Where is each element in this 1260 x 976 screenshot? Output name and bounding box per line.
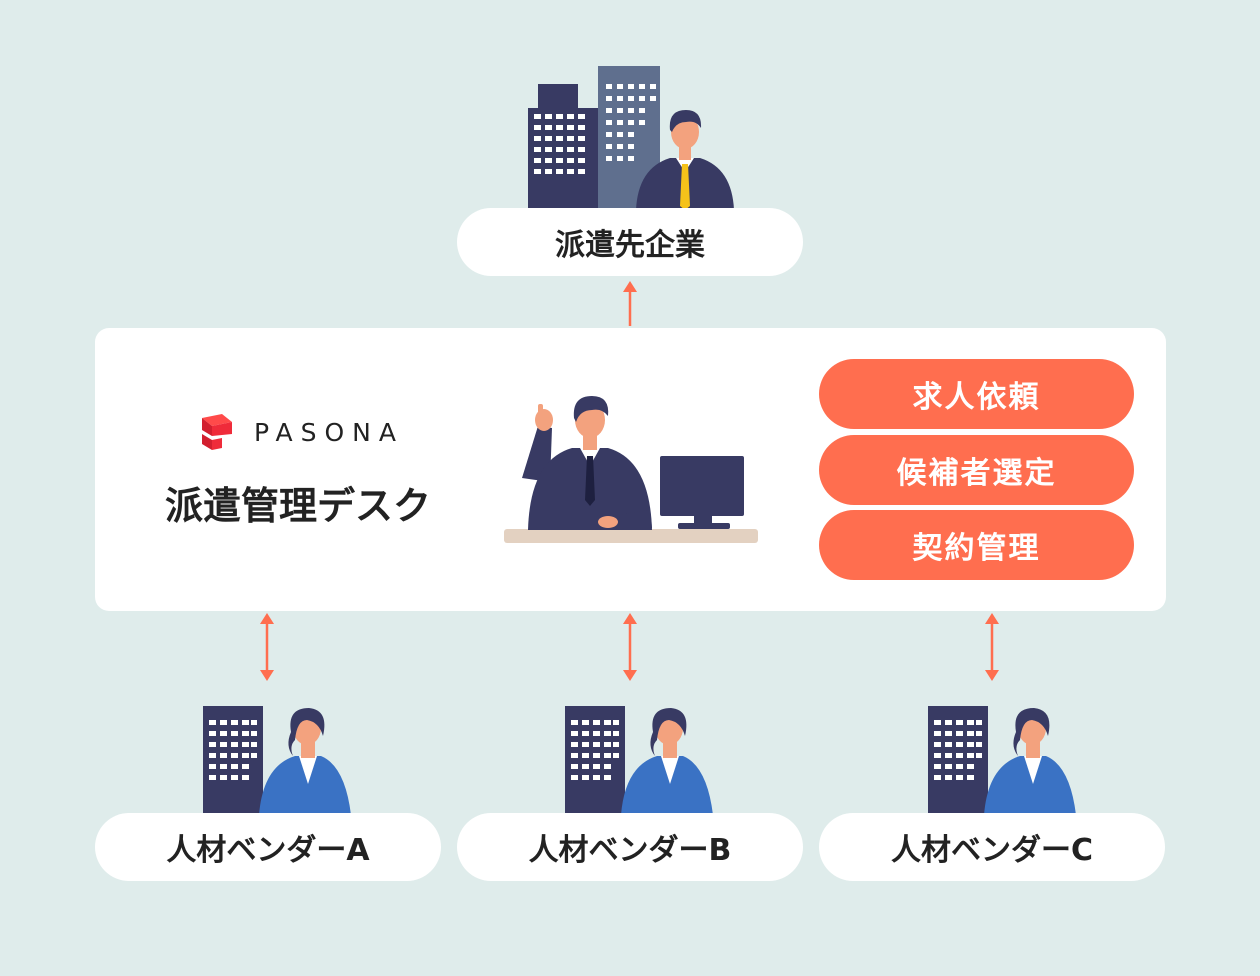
businessman-icon — [522, 396, 652, 530]
brand-logo: PASONA — [198, 412, 404, 452]
vendor-b-label: 人材ベンダーB — [457, 813, 803, 881]
vendor-c-illustration — [928, 706, 1076, 815]
desk-worker-illustration — [504, 396, 758, 543]
arrow-bidirectional-icon — [260, 613, 274, 681]
monitor-icon — [660, 456, 744, 529]
desk-icon — [504, 529, 758, 543]
businesswoman-icon — [621, 708, 713, 815]
vendor-b-illustration — [565, 706, 713, 815]
arrow-up-icon — [623, 281, 637, 326]
office-building-icon — [565, 706, 625, 815]
client-company-label: 派遣先企業 — [457, 208, 803, 276]
task-candidate-selection: 候補者選定 — [819, 435, 1134, 505]
businesswoman-icon — [984, 708, 1076, 815]
arrow-bidirectional-icon — [623, 613, 637, 681]
task-job-request: 求人依頼 — [819, 359, 1134, 429]
vendor-a-illustration — [203, 706, 351, 815]
pasona-logo-icon — [202, 414, 232, 450]
office-building-icon — [528, 84, 600, 210]
office-building-icon — [928, 706, 988, 815]
businesswoman-icon — [259, 708, 351, 815]
task-contract-management: 契約管理 — [819, 510, 1134, 580]
vendor-c-label: 人材ベンダーC — [819, 813, 1165, 881]
client-illustration — [528, 66, 734, 210]
office-building-icon — [203, 706, 263, 815]
brand-name: PASONA — [254, 417, 404, 447]
desk-title: 派遣管理デスク — [165, 484, 432, 528]
businessman-icon — [636, 110, 734, 210]
vendor-a-label: 人材ベンダーA — [95, 813, 441, 881]
arrow-bidirectional-icon — [985, 613, 999, 681]
